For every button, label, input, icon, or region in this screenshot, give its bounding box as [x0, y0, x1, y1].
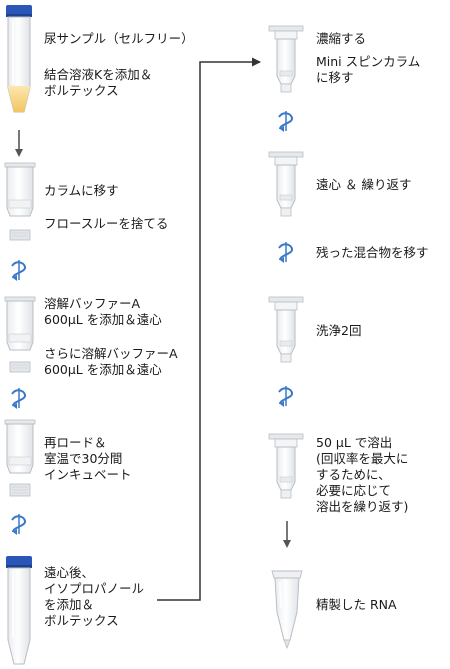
mini-spin-column-icon: [268, 25, 304, 93]
spin-column-icon: [4, 296, 36, 373]
step10-note-line1: (回収率を最大に: [316, 451, 409, 466]
step4-reload-label: 再ロード＆: [44, 435, 107, 450]
step2-discard-label: フロースルーを捨てる: [44, 216, 169, 231]
step10-elute-label: 50 µL で溶出: [316, 435, 393, 450]
step6-concentrate-label: 濃縮する: [316, 31, 367, 46]
step6-mini-column-label: Mini スピンカラム: [316, 54, 421, 69]
step1-sample-label: 尿サンプル（セルフリー）: [44, 31, 194, 46]
step10-note-line3: 必要に応じて: [316, 483, 392, 498]
step9-wash-label: 洗浄2回: [316, 323, 362, 338]
step5-after-spin-label: 遠心後、: [44, 565, 95, 580]
centrifuge-spin-icon: [11, 388, 26, 409]
step10-note-line4: 溶出を繰り返す): [316, 499, 409, 514]
mini-spin-column-icon: [268, 151, 304, 217]
spin-column-icon: [4, 419, 36, 497]
step10-note-line2: するために、: [316, 467, 391, 482]
mini-spin-column-icon: [268, 433, 304, 499]
step3-volume-label: 600µL を添加＆遠心: [44, 312, 162, 327]
step1-vortex-label: ボルテックス: [44, 83, 119, 98]
step11-purified-rna-label: 精製した RNA: [316, 597, 397, 612]
microcentrifuge-tube-icon: [271, 570, 303, 650]
step3-buffer-again-label: さらに溶解バッファーA: [44, 346, 178, 361]
centrifuge-spin-icon: [11, 514, 26, 535]
step4-incubate-label: インキュベート: [44, 467, 132, 482]
spin-column-icon: [4, 162, 36, 241]
step1-add-buffer-label: 結合溶液Kを添加＆: [44, 67, 153, 82]
step5-isopropanol-label: イソプロパノール: [44, 581, 145, 596]
step8-transfer-remaining-label: 残った混合物を移す: [316, 245, 429, 260]
step5-vortex-label: ボルテックス: [44, 613, 119, 628]
centrifuge-spin-icon: [11, 260, 26, 281]
step3-volume-again-label: 600µL を添加＆遠心: [44, 362, 162, 377]
centrifuge-spin-icon: [278, 111, 293, 132]
centrifuge-spin-icon: [278, 242, 293, 263]
mini-spin-column-icon: [268, 296, 304, 363]
step6-transfer-label: に移す: [316, 70, 354, 85]
centrifuge-spin-icon: [278, 386, 293, 407]
step7-spin-repeat-label: 遠心 ＆ 繰り返す: [316, 177, 412, 192]
step4-room-temp-label: 室温で30分間: [44, 451, 123, 466]
column-connector-arrow: [157, 57, 261, 601]
step2-transfer-label: カラムに移す: [44, 183, 119, 198]
step5-add-label: を添加＆: [44, 597, 95, 612]
conical-tube-with-sample-icon: [6, 5, 32, 113]
step3-buffer-label: 溶解バッファーA: [44, 296, 141, 311]
conical-tube-icon: [6, 556, 32, 665]
